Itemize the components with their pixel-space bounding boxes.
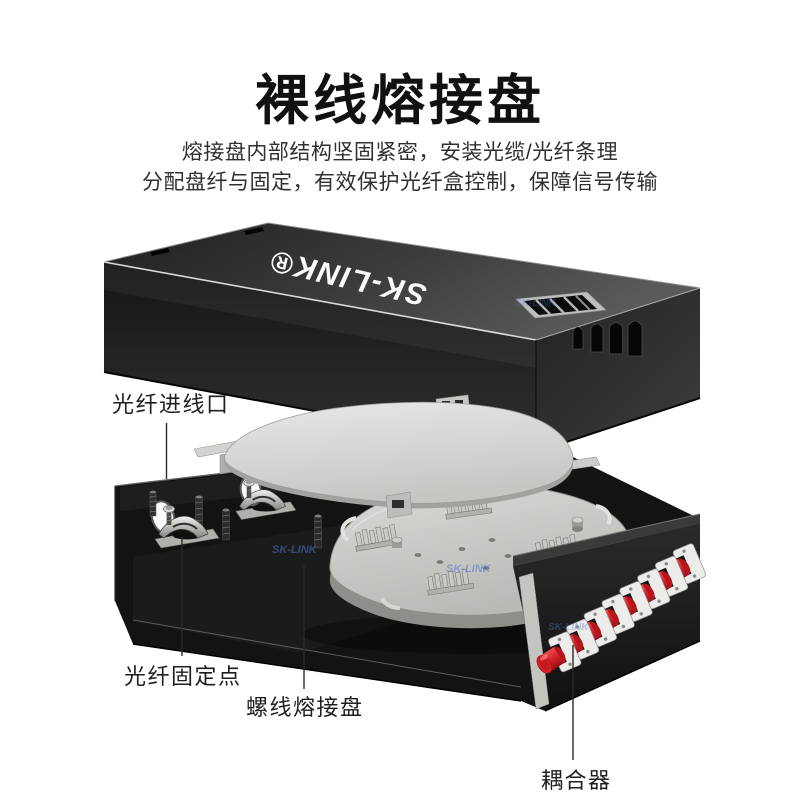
tray-guide [380, 597, 401, 611]
cover-vent-slot [515, 291, 607, 319]
callout-fiber-fix-point: 光纤固定点 [124, 664, 242, 689]
callout-coupler: 耦合器 [541, 768, 612, 793]
panel-end-plate [518, 572, 550, 710]
callout-spiral-splice-tray: 螺线熔接盘 [246, 695, 364, 720]
cover-cable-arches [572, 320, 643, 357]
tray-guide [340, 516, 357, 542]
product-description: 熔接盘内部结构坚固紧密，安装光缆/光纤条理 分配盘纤与固定，有效保护光纤盒控制，… [0, 138, 800, 198]
brand-watermark: SK-LINK [446, 563, 492, 575]
tray-guide [595, 504, 612, 526]
tray-post [391, 516, 584, 548]
fiber-clamp [154, 505, 220, 549]
fc-dust-cap-icon [536, 646, 566, 674]
callout-fiber-inlet: 光纤进线口 [112, 392, 230, 417]
description-line-1: 熔接盘内部结构坚固紧密，安装光缆/光纤条理 [181, 141, 619, 164]
callout-leader-lines [165, 423, 574, 760]
fiber-comb [427, 568, 475, 596]
tray-cover-plate [193, 394, 601, 519]
cover-slot [150, 248, 170, 256]
fiber-comb [355, 524, 403, 552]
page-title: 裸线熔接盘 [255, 71, 545, 131]
coupler-panel: SK-LINK [512, 513, 706, 712]
cover-slot [244, 227, 264, 235]
brand-watermark: SK-LINK [548, 622, 589, 633]
description-line-2: 分配盘纤与固定，有效保护光纤盒控制，保障信号传输 [142, 171, 658, 194]
brand-watermark: SK-LINK [272, 544, 318, 556]
fiber-clamp [235, 479, 297, 520]
cover-lid: SK-LINK® SK-LINK [103, 222, 701, 453]
brand-watermark: SK-LINK [515, 298, 556, 309]
plate-clip [385, 491, 413, 519]
